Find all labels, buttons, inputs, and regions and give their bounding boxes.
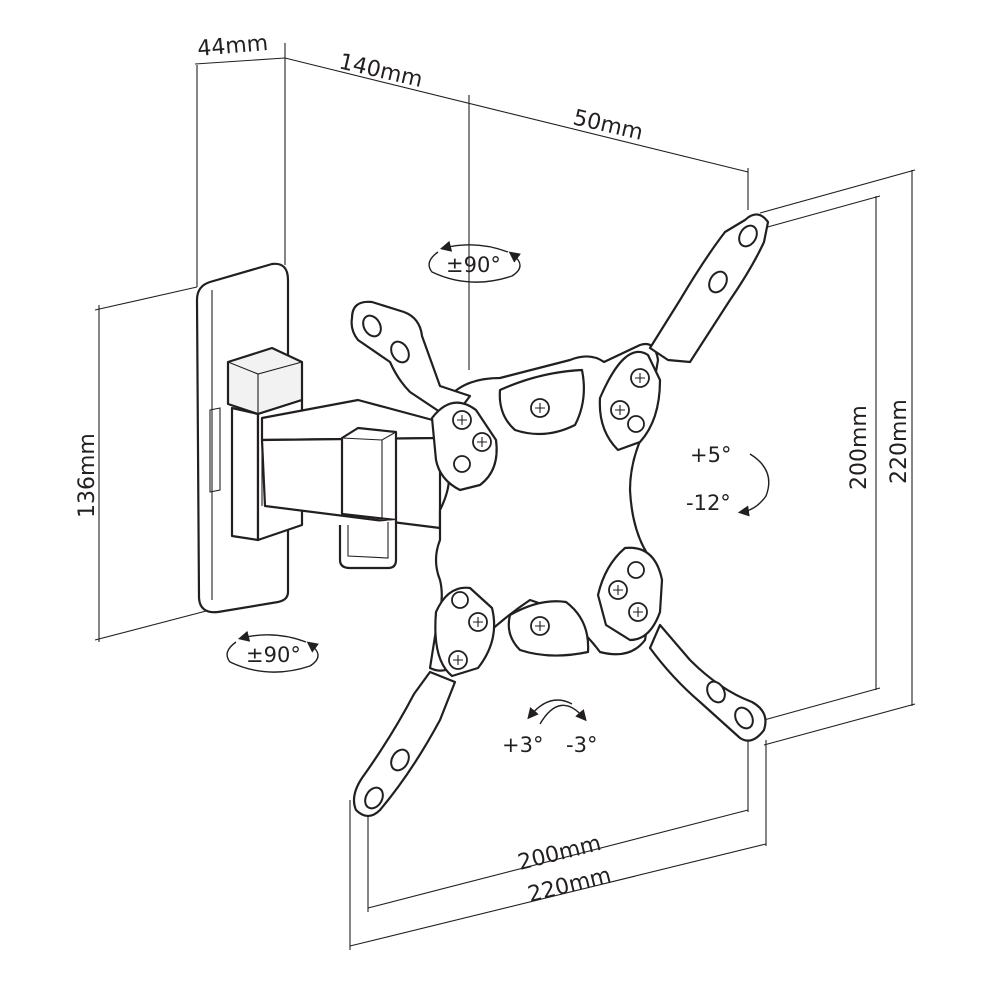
- dim-label-136mm: 136mm: [75, 433, 100, 518]
- screw-icon: [453, 455, 471, 473]
- angle-label-swivel-bottom: ±90°: [246, 643, 301, 667]
- screw-icon: [472, 432, 492, 452]
- dim-label-44mm: 44mm: [196, 31, 269, 62]
- angle-label-rotate-plus: +3°: [502, 733, 543, 757]
- swing-arm: [260, 398, 442, 570]
- dim-label-200mm-vertical: 200mm: [847, 405, 872, 490]
- dim-label-140mm: 140mm: [337, 49, 425, 92]
- screw-icon: [468, 612, 488, 632]
- angle-label-tilt-up: +5°: [690, 443, 731, 467]
- screw-icon: [448, 650, 468, 670]
- screw-icon: [451, 591, 469, 609]
- screw-icon: [627, 415, 645, 433]
- screw-icon: [610, 400, 630, 420]
- dimension-lines: [94, 43, 916, 950]
- dim-label-50mm: 50mm: [571, 105, 646, 145]
- screw-icon: [530, 398, 550, 418]
- vesa-bracket: [350, 213, 770, 818]
- angle-label-rotate-minus: -3°: [566, 733, 597, 757]
- screw-icon: [608, 580, 628, 600]
- screw-icon: [452, 410, 472, 430]
- rotation-arrows: [226, 240, 770, 725]
- angle-label-tilt-down: -12°: [686, 491, 731, 515]
- dim-label-220mm-vertical: 220mm: [887, 399, 912, 484]
- screw-icon: [530, 616, 550, 636]
- screw-icon: [630, 368, 650, 388]
- screw-icon: [627, 561, 645, 579]
- screws: [448, 368, 650, 670]
- angle-label-swivel-top: ±90°: [446, 253, 501, 277]
- screw-icon: [628, 602, 648, 622]
